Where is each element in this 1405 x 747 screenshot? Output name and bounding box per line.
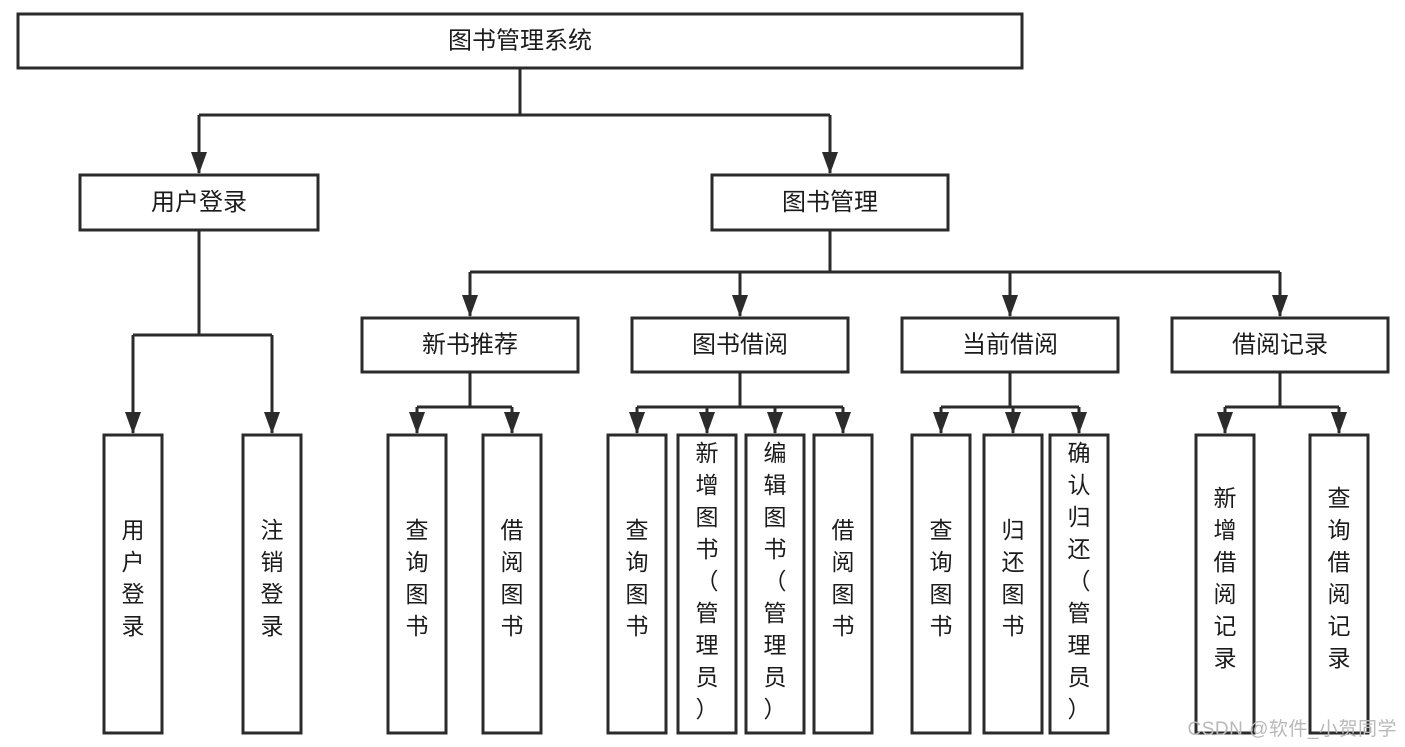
leaf-edit-book-admin[interactable]: 编辑图书（管理员） — [744, 433, 806, 735]
arrow-head-icon — [1217, 412, 1233, 434]
connector-layer — [125, 68, 1347, 434]
leaf-return-books[interactable]: 归还图书 — [982, 433, 1044, 735]
leaf-query-books-1[interactable]: 查询图书 — [386, 433, 448, 735]
leaf-user-logout-leaf[interactable]: 注销登录 — [241, 433, 303, 735]
arrow-head-icon — [699, 412, 715, 434]
node-current-borrow[interactable]: 当前借阅 — [900, 316, 1120, 374]
leaf-label-confirm-return-admin: 确认归还（管理员） — [1068, 440, 1091, 722]
leaf-borrow-books-2[interactable]: 借阅图书 — [812, 433, 874, 735]
node-book-borrow[interactable]: 图书借阅 — [630, 316, 850, 374]
node-label-borrow-records: 借阅记录 — [1232, 331, 1328, 358]
leaf-label-borrow-books-1: 借阅图书 — [501, 517, 524, 639]
leaf-label-query-books-3: 查询图书 — [930, 517, 953, 639]
arrow-head-icon — [1002, 295, 1018, 317]
arrow-head-icon — [1331, 412, 1347, 434]
node-new-book-recommend[interactable]: 新书推荐 — [360, 316, 580, 374]
leaf-label-add-book-admin: 新增图书（管理员） — [696, 440, 719, 722]
arrow-head-icon — [462, 295, 478, 317]
leaf-label-user-logout-leaf: 注销登录 — [261, 517, 284, 639]
arrow-head-icon — [409, 412, 425, 434]
leaf-label-query-books-2: 查询图书 — [626, 517, 649, 639]
arrow-head-icon — [264, 412, 280, 434]
node-label-current-borrow: 当前借阅 — [962, 331, 1058, 358]
arrow-head-icon — [933, 412, 949, 434]
arrow-head-icon — [732, 295, 748, 317]
leaf-query-books-2[interactable]: 查询图书 — [606, 433, 668, 735]
leaf-add-borrow-record[interactable]: 新增借阅记录 — [1194, 433, 1256, 735]
arrow-head-icon — [629, 412, 645, 434]
arrow-head-icon — [767, 412, 783, 434]
node-user-login[interactable]: 用户登录 — [78, 173, 320, 232]
leaf-label-edit-book-admin: 编辑图书（管理员） — [764, 440, 787, 722]
node-label-user-login: 用户登录 — [151, 189, 247, 216]
arrow-head-icon — [191, 152, 207, 174]
node-root[interactable]: 图书管理系统 — [16, 12, 1024, 70]
leaf-borrow-books-1[interactable]: 借阅图书 — [481, 433, 543, 735]
leaf-user-login-leaf[interactable]: 用户登录 — [102, 433, 164, 735]
leaf-label-user-login-leaf: 用户登录 — [122, 517, 145, 639]
node-book-management[interactable]: 图书管理 — [710, 173, 950, 232]
leaf-label-borrow-books-2: 借阅图书 — [832, 517, 855, 639]
leaf-add-book-admin[interactable]: 新增图书（管理员） — [676, 433, 738, 735]
node-layer: 用户登录图书管理用户登录注销登录新书推荐查询图书借阅图书图书借阅查询图书新增图书… — [16, 12, 1390, 735]
arrow-head-icon — [822, 152, 838, 174]
arrow-head-icon — [835, 412, 851, 434]
leaf-label-query-borrow-record: 查询借阅记录 — [1328, 485, 1351, 671]
leaf-label-query-books-1: 查询图书 — [406, 517, 429, 639]
arrow-head-icon — [125, 412, 141, 434]
leaf-confirm-return-admin[interactable]: 确认归还（管理员） — [1048, 433, 1110, 735]
leaf-label-return-books: 归还图书 — [1002, 517, 1025, 639]
node-label-new-book-recommend: 新书推荐 — [422, 331, 518, 358]
arrow-head-icon — [1005, 412, 1021, 434]
node-label-root: 图书管理系统 — [448, 27, 592, 54]
node-label-book-borrow: 图书借阅 — [692, 331, 788, 358]
node-label-book-management: 图书管理 — [782, 189, 878, 216]
leaf-label-add-borrow-record: 新增借阅记录 — [1214, 485, 1237, 671]
node-borrow-records[interactable]: 借阅记录 — [1170, 316, 1390, 374]
arrow-head-icon — [504, 412, 520, 434]
arrow-head-icon — [1272, 295, 1288, 317]
leaf-query-borrow-record[interactable]: 查询借阅记录 — [1308, 433, 1370, 735]
leaf-query-books-3[interactable]: 查询图书 — [910, 433, 972, 735]
arrow-head-icon — [1071, 412, 1087, 434]
